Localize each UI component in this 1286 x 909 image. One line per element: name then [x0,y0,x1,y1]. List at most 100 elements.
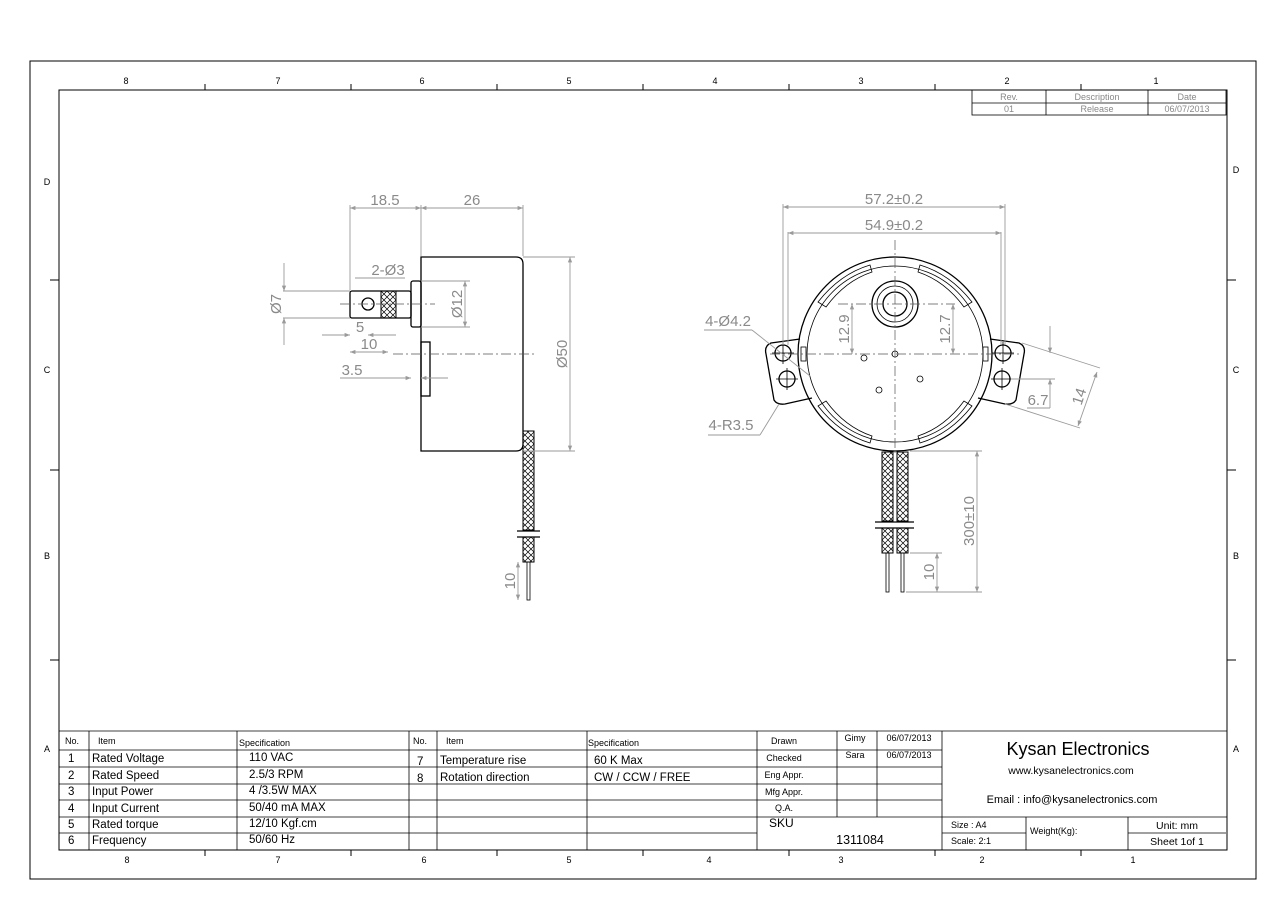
weight-label: Weight(Kg): [1030,826,1077,836]
dim-54-9: 54.9±0.2 [865,217,923,234]
front-view: 57.2±0.2 54.9±0.2 12.9 12.7 6.7 14 4-Ø4.… [704,191,1101,593]
dim-lead-300: 300±10 [961,496,978,546]
zone-column-label: 3 [838,855,843,865]
spec-value: 2.5/3 RPM [249,769,303,781]
header-item: Item [98,736,116,746]
header-specification-2: Specification [588,738,639,748]
lead-sleeve [522,430,535,531]
mounting-holes [772,342,1014,390]
lead-sleeve-2 [896,451,909,522]
inner-frame [58,89,1228,851]
zone-column-label: 4 [712,76,717,86]
spec-no: 4 [68,803,75,815]
approval-role: Q.A. [775,803,793,813]
spec-no: 1 [68,753,74,765]
spec-item: Rated Voltage [92,753,164,765]
header-no-2: No. [413,736,427,746]
zone-row-label: D [1233,165,1240,175]
company-website[interactable]: www.kysanelectronics.com [1007,765,1134,777]
dim-12-7: 12.7 [937,314,954,343]
header-no: No. [65,736,79,746]
approval-role: Drawn [771,736,797,746]
spec-value: 4 /3.5W MAX [249,785,317,797]
spec-item: Input Current [92,803,160,815]
spec-value: CW / CCW / FREE [594,772,691,784]
spec-table: No. Item Specification No. Item Specific… [65,736,691,847]
dim-12-9: 12.9 [836,314,853,343]
zone-column-label: 1 [1153,76,1158,86]
unit-label: Unit: mm [1156,820,1198,832]
outer-border [29,60,1257,880]
dim-6-7: 6.7 [1028,392,1049,409]
side-view: 18.5 26 Ø50 Ø12 Ø7 2-Ø3 5 10 3.5 10 [268,192,575,601]
spec-value: 50/40 mA MAX [249,802,326,814]
dim-57-2: 57.2±0.2 [865,191,923,208]
spec-item: Rated torque [92,819,159,831]
company-email[interactable]: Email : info@kysanelectronics.com [987,794,1158,806]
approval-role: Eng Appr. [764,770,803,780]
spec-value: 12/10 Kgf.cm [249,818,317,830]
rev-number: 01 [1004,104,1014,114]
spec-item: Rotation direction [440,772,530,784]
sheet-scale: Scale: 2:1 [951,836,991,846]
table-grid [59,730,1227,850]
company-name: Kysan Electronics [1006,739,1149,759]
dim-dia-12: Ø12 [449,290,466,318]
dim-14: 14 [1069,386,1090,407]
sheet-number: Sheet 1of 1 [1150,836,1204,848]
zone-column-label: 8 [123,76,128,86]
zone-row-label: B [44,551,50,561]
approval-date: 06/07/2013 [886,750,931,760]
dim-dia-50: Ø50 [554,340,571,368]
lead-wire [526,561,531,601]
dim-strip-10: 10 [921,564,938,581]
sku-value: 1311084 [836,833,884,847]
dim-lead-10: 10 [502,573,519,590]
spec-no: 2 [68,770,74,782]
zone-column-label: 4 [706,855,711,865]
zone-row-label: C [1233,365,1240,375]
spec-value: 50/60 Hz [249,834,295,846]
spec-no: 8 [417,773,423,785]
approval-name: Sara [845,750,864,760]
mounting-ears [764,338,1026,405]
zone-column-label: 3 [858,76,863,86]
spec-no: 7 [417,756,423,768]
lead-sleeve-1 [881,451,894,522]
zone-column-label: 5 [566,76,571,86]
sheet-size: Size : A4 [951,820,987,830]
spec-value: 110 VAC [249,752,293,764]
zone-row-label: D [44,177,51,187]
sku-label: SKU [769,816,794,830]
dim-26: 26 [464,192,481,209]
spec-item: Frequency [92,835,147,847]
rev-header: Rev. [1000,92,1018,102]
rev-date: 06/07/2013 [1164,104,1209,114]
title-block: Kysan Electronics www.kysanelectronics.c… [764,733,1204,848]
dim-18-5: 18.5 [370,192,399,209]
zone-column-label: 2 [1004,76,1009,86]
spec-no: 5 [68,819,74,831]
header-item-2: Item [446,736,464,746]
label-4-r3-5: 4-R3.5 [708,417,753,434]
zone-column-label: 5 [566,855,571,865]
revision-block: Rev. Description Date 01 Release 06/07/2… [971,89,1227,116]
approval-role: Mfg Appr. [765,787,803,797]
spec-item: Temperature rise [440,755,526,767]
spec-value: 60 K Max [594,755,643,767]
dim-10: 10 [361,336,378,353]
description-header: Description [1074,92,1119,102]
approval-role: Checked [766,753,802,763]
spec-no: 6 [68,835,74,847]
knurl [380,290,397,319]
approval-name: Gimy [845,733,866,743]
zone-row-label: A [44,744,50,754]
approval-date: 06/07/2013 [886,733,931,743]
housing-slots [817,264,973,444]
dim-5: 5 [356,319,364,336]
zone-column-label: 1 [1130,855,1135,865]
date-header: Date [1177,92,1196,102]
zone-column-label: 2 [979,855,984,865]
